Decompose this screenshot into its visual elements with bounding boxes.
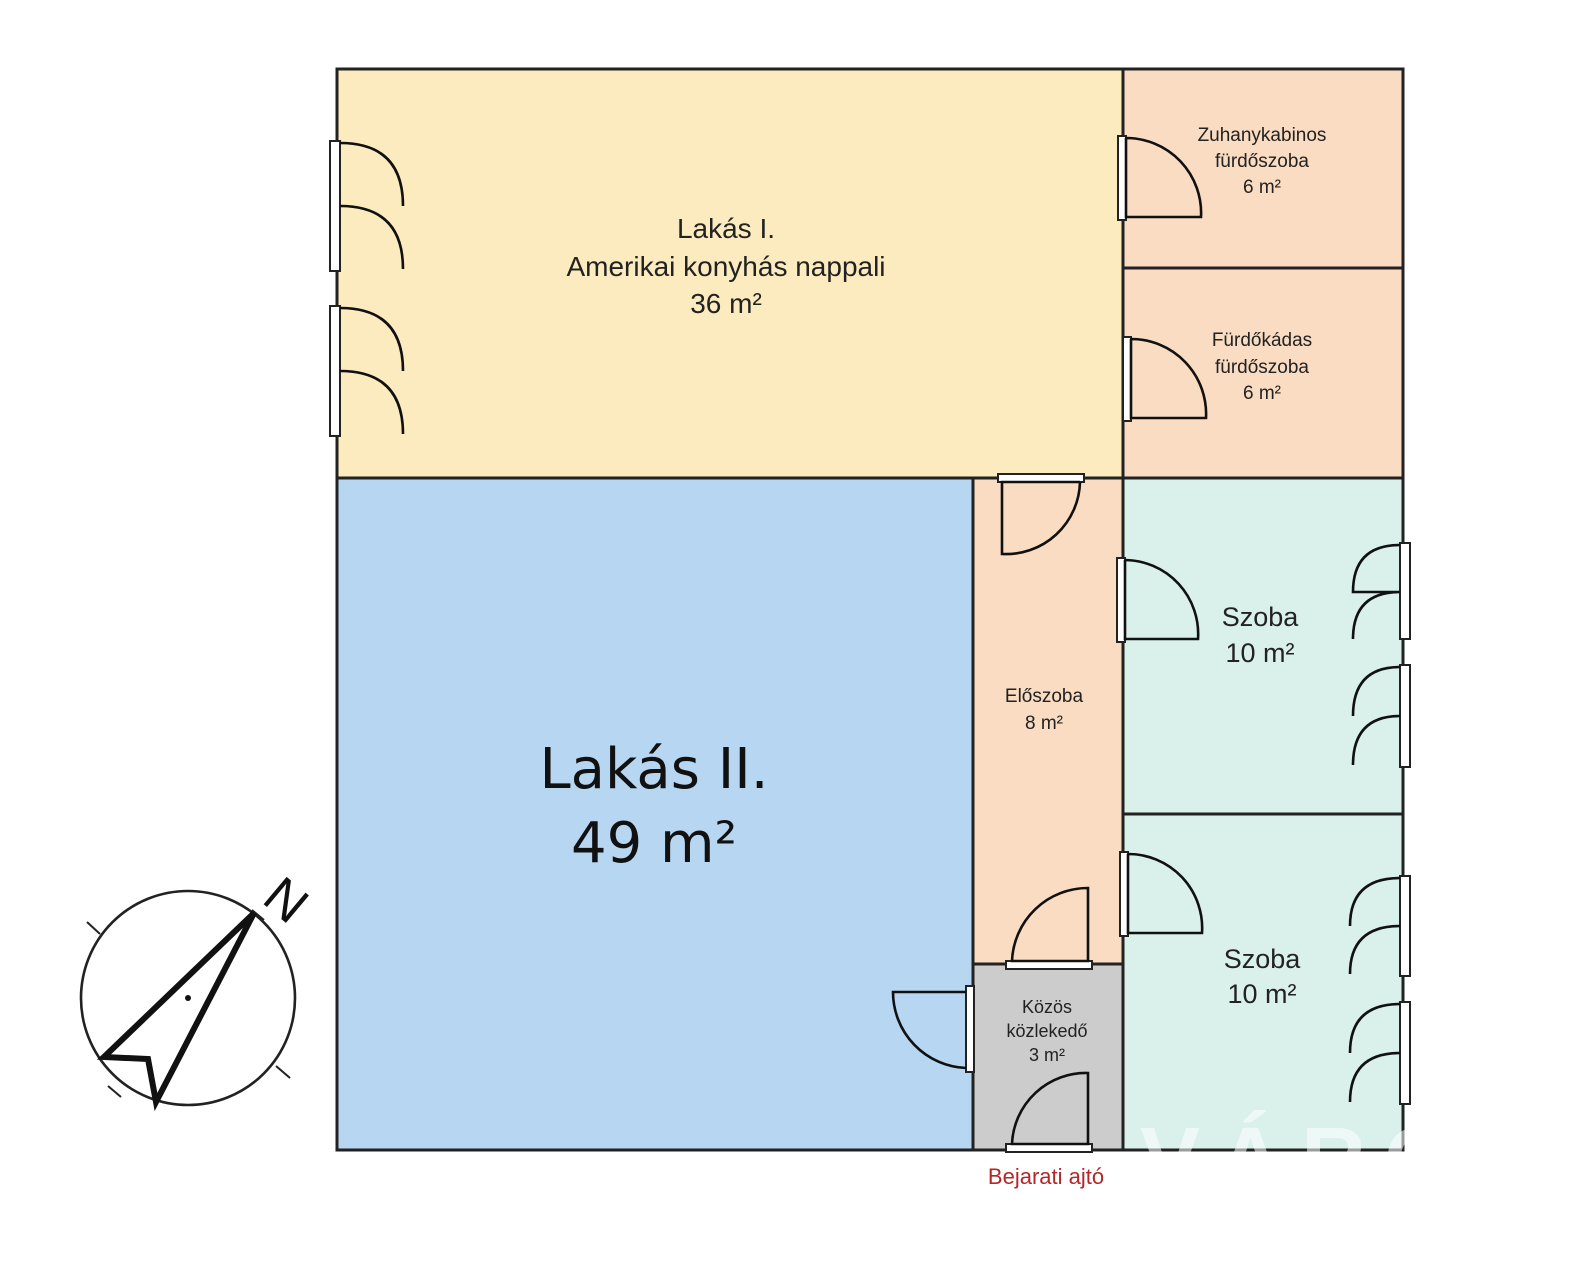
room-living-fill (337, 69, 1123, 478)
room-shower-bath-fill (1123, 69, 1403, 268)
flat2-area: 49 m² (571, 811, 737, 876)
tub-bath-line2: fürdőszoba (1215, 357, 1309, 378)
door-tub-bath (1122, 336, 1208, 422)
hall-area: 8 m² (1025, 713, 1063, 734)
living-subtitle: Amerikai konyhás nappali (566, 251, 885, 282)
window-living-1 (329, 140, 405, 272)
living-area: 36 m² (690, 288, 762, 319)
room1-area: 10 m² (1225, 638, 1294, 668)
door-shower-bath (1117, 135, 1203, 221)
door-entrance (1005, 1071, 1093, 1153)
hall-name: Előszoba (1005, 686, 1084, 707)
room-room1-fill (1123, 478, 1403, 814)
label-shower-bath: Zuhanykabinos fürdőszoba 6 m² (1198, 125, 1327, 198)
room-room2-fill (1123, 814, 1403, 1150)
common-line2: közlekedő (1006, 1021, 1087, 1041)
room-hall-fill (973, 478, 1123, 964)
room-tub-bath-fill (1123, 268, 1403, 478)
label-common: Közös közlekedő 3 m² (1006, 997, 1087, 1065)
watermark-text: VÁRO (1140, 1109, 1472, 1210)
label-flat2: Lakás II. 49 m² (539, 737, 768, 876)
door-room2 (1119, 851, 1204, 937)
room2-area: 10 m² (1227, 979, 1296, 1009)
room-common-fill (973, 964, 1123, 1150)
tub-bath-area: 6 m² (1243, 383, 1281, 404)
window-room1-2 (1351, 664, 1411, 768)
label-room1: Szoba 10 m² (1222, 602, 1300, 668)
tub-bath-line1: Fürdőkádas (1212, 330, 1312, 351)
common-area: 3 m² (1029, 1045, 1065, 1065)
label-room2: Szoba 10 m² (1224, 944, 1302, 1009)
compass-north-label: N (253, 866, 319, 935)
shower-bath-line2: fürdőszoba (1215, 151, 1309, 172)
room-flat2-fill (337, 478, 973, 1150)
room2-name: Szoba (1224, 944, 1302, 974)
entrance-label: Bejarati ajtó (988, 1164, 1104, 1189)
door-flat2 (891, 985, 975, 1073)
room1-name: Szoba (1222, 602, 1300, 632)
door-hall-to-common (1005, 886, 1093, 970)
window-room2-2 (1348, 1001, 1411, 1105)
shower-bath-area: 6 m² (1243, 177, 1281, 198)
door-room1 (1116, 557, 1200, 643)
flat2-name: Lakás II. (539, 737, 768, 802)
compass-icon: N (79, 866, 319, 1112)
window-room1-1 (1351, 542, 1411, 640)
window-living-2 (329, 305, 405, 437)
shower-bath-line1: Zuhanykabinos (1198, 125, 1327, 146)
door-hall-to-living (997, 473, 1085, 556)
label-hall: Előszoba 8 m² (1005, 686, 1084, 734)
label-living: Lakás I. Amerikai konyhás nappali 36 m² (566, 213, 885, 319)
window-room2-1 (1348, 875, 1411, 977)
label-tub-bath: Fürdőkádas fürdőszoba 6 m² (1212, 330, 1312, 404)
living-title: Lakás I. (677, 213, 775, 244)
common-line1: Közös (1022, 997, 1072, 1017)
